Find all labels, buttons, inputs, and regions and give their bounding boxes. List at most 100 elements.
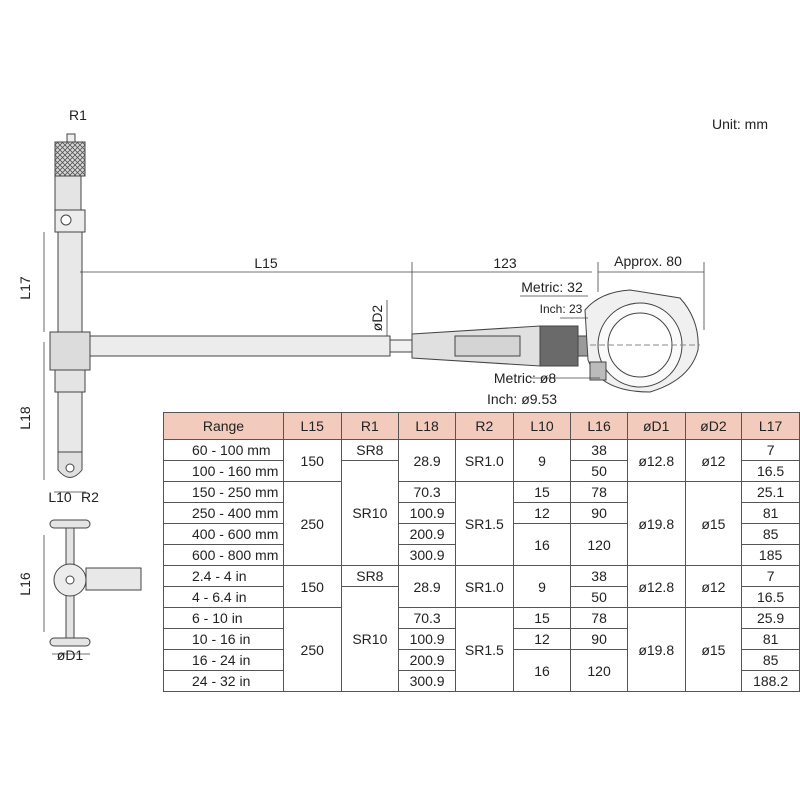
l17-cell: 81 [741,502,800,524]
l10-cell: 12 [512,502,572,524]
header-r2: R2 [454,412,514,440]
l16-cell: 50 [570,460,628,482]
dim-l17: L17 [17,276,33,300]
range-cell: 2.4 - 4 in [163,565,284,587]
range-cell: 24 - 32 in [163,670,284,692]
r2-cell: SR1.0 [454,439,514,482]
header-l16: L16 [570,412,628,440]
d1-cell: ø19.8 [626,607,686,692]
l16-cell: 78 [570,481,628,503]
l18-cell: 100.9 [398,628,456,650]
dim-l18: L18 [17,406,33,430]
l16-cell: 120 [570,523,628,566]
r2-cell: SR1.5 [454,481,514,566]
dim-metric-32: Metric: 32 [521,279,583,295]
l18-cell: 300.9 [398,670,456,692]
range-cell: 4 - 6.4 in [163,586,284,608]
range-cell: 100 - 160 mm [163,460,284,482]
l16-cell: 90 [570,628,628,650]
d2-cell: ø12 [684,439,743,482]
l16-cell: 38 [570,439,628,461]
dim-d2: øD2 [369,305,385,332]
l17-cell: 16.5 [741,460,800,482]
l18-cell: 70.3 [398,481,456,503]
table-row: 150 - 250 mm 250 70.3 SR1.5 15 78 ø19.8 … [163,481,800,566]
range-cell: 150 - 250 mm [163,481,284,503]
l10-cell: 9 [512,439,572,482]
table-row: 6 - 10 in 250 70.3 SR1.5 15 78 ø19.8 ø15… [163,607,800,692]
l17-cell: 16.5 [741,586,800,608]
extension-rod [89,325,595,367]
spec-table: Range L15 R1 L18 R2 L10 L16 øD1 øD2 L17 … [163,412,800,692]
thimble-knurl [54,141,86,177]
table-header-row: Range L15 R1 L18 R2 L10 L16 øD1 øD2 L17 [163,412,800,440]
dim-d1: øD1 [57,647,84,663]
range-cell: 10 - 16 in [163,628,284,650]
header-d2: øD2 [684,412,743,440]
table-row: 60 - 100 mm 150 SR8 28.9 SR1.0 9 38 ø12.… [163,439,800,482]
table-row: 10 - 16 in 100.9 12 90 81 [163,628,800,650]
l16-cell: 38 [570,565,628,587]
range-cell: 16 - 24 in [163,649,284,671]
l15-cell: 250 [282,607,342,692]
l17-cell: 188.2 [741,670,800,692]
l17-cell: 7 [741,439,800,461]
d2-cell: ø15 [684,481,743,566]
range-cell: 60 - 100 mm [163,439,284,461]
header-l15: L15 [282,412,342,440]
l17-cell: 185 [741,544,800,566]
r2-cell: SR1.0 [454,565,514,608]
header-range: Range [163,412,284,440]
l17-cell: 25.1 [741,481,800,503]
l17-cell: 81 [741,628,800,650]
l18-cell: 200.9 [398,649,456,671]
dim-inch-23: Inch: 23 [540,302,583,316]
l18-cell: 70.3 [398,607,456,629]
l17-cell: 85 [741,523,800,545]
dial-indicator [584,289,700,393]
d1-cell: ø12.8 [626,439,686,482]
table-row: 24 - 32 in 300.9 188.2 [163,670,800,692]
r1-cell: SR8 [340,439,400,461]
header-d1: øD1 [626,412,686,440]
table-row: 2.4 - 4 in 150 SR8 28.9 SR1.0 9 38 ø12.8… [163,565,800,608]
r1-cell: SR10 [340,460,400,566]
l16-cell: 78 [570,607,628,629]
l18-cell: 100.9 [398,502,456,524]
l15-cell: 250 [282,481,342,566]
range-cell: 250 - 400 mm [163,502,284,524]
l16-cell: 90 [570,502,628,524]
l16-cell: 120 [570,649,628,692]
table-row: 16 - 24 in 200.9 16 120 85 [163,649,800,692]
l16-cell: 50 [570,586,628,608]
l17-cell: 25.9 [741,607,800,629]
dim-r1: R1 [69,107,87,123]
r2-cell: SR1.5 [454,607,514,692]
dim-l15: L15 [254,255,278,271]
gauge-body [49,133,91,478]
dim-metric-8: Metric: ø8 [494,370,556,386]
l15-cell: 150 [282,565,342,608]
unit-label: Unit: mm [712,116,768,132]
dim-l16: L16 [17,572,33,596]
range-cell: 6 - 10 in [163,607,284,629]
d2-cell: ø15 [684,607,743,692]
dim-l10: L10 [48,489,72,505]
l18-cell: 300.9 [398,544,456,566]
l15-cell: 150 [282,439,342,482]
l18-cell: 200.9 [398,523,456,545]
l17-cell: 85 [741,649,800,671]
d2-cell: ø12 [684,565,743,608]
dim-inch-953: Inch: ø9.53 [487,391,557,407]
l10-cell: 16 [512,523,572,566]
header-l18: L18 [398,412,456,440]
d1-cell: ø19.8 [626,481,686,566]
l18-cell: 28.9 [398,439,456,482]
header-l10: L10 [512,412,572,440]
l10-cell: 15 [512,481,572,503]
dim-123: 123 [493,255,517,271]
header-l17: L17 [741,412,800,440]
header-r1: R1 [340,412,400,440]
l18-cell: 28.9 [398,565,456,608]
